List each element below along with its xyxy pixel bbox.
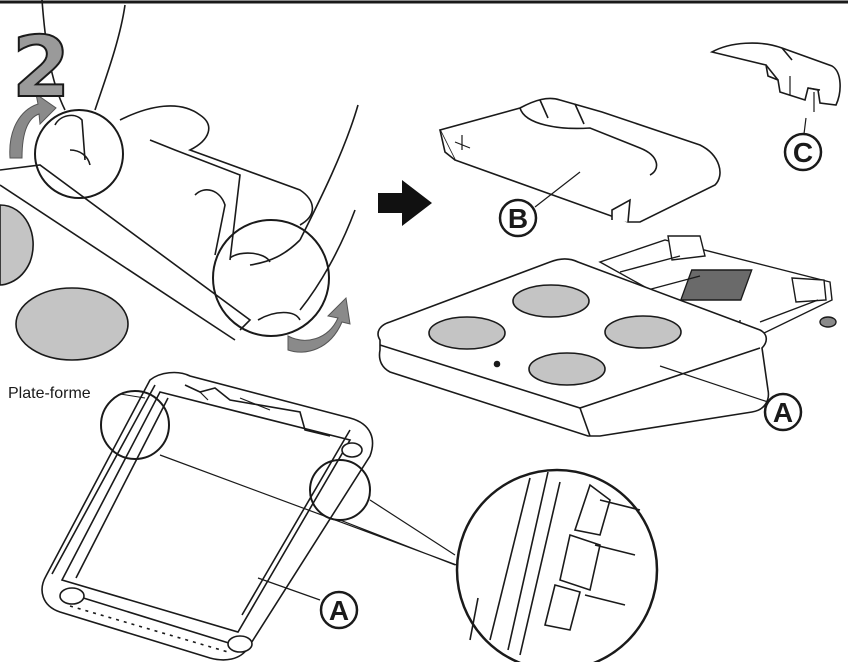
callout-a-bottom-label: A xyxy=(329,595,349,626)
circuit-board xyxy=(598,235,837,343)
zoom-detail xyxy=(455,468,659,662)
part-b-cover xyxy=(438,97,721,223)
callout-line-a-bottom xyxy=(257,577,321,601)
platform-label-leader xyxy=(119,393,146,399)
callout-a-top-label: A xyxy=(773,397,793,428)
callout-b: B xyxy=(498,198,538,238)
next-step-arrow-icon xyxy=(378,180,432,226)
part-c-clip xyxy=(709,42,841,112)
rotate-arrow-icon xyxy=(287,296,351,353)
panel-remove-cover xyxy=(0,0,359,361)
platform-label: Plate-forme xyxy=(8,385,91,402)
rotate-arrow-icon xyxy=(9,92,57,159)
callout-a-bottom: A xyxy=(319,590,359,630)
panel-platform-underside xyxy=(41,371,471,661)
callout-c-label: C xyxy=(793,137,813,168)
callout-c: C xyxy=(783,132,823,172)
callout-b-label: B xyxy=(508,203,528,234)
callout-line-b xyxy=(534,171,581,208)
callout-line-c xyxy=(803,117,807,135)
callout-line-a-top xyxy=(659,365,769,403)
part-a-platform xyxy=(377,258,770,437)
step-number: 2 xyxy=(12,18,70,116)
callout-a-top: A xyxy=(763,392,803,432)
